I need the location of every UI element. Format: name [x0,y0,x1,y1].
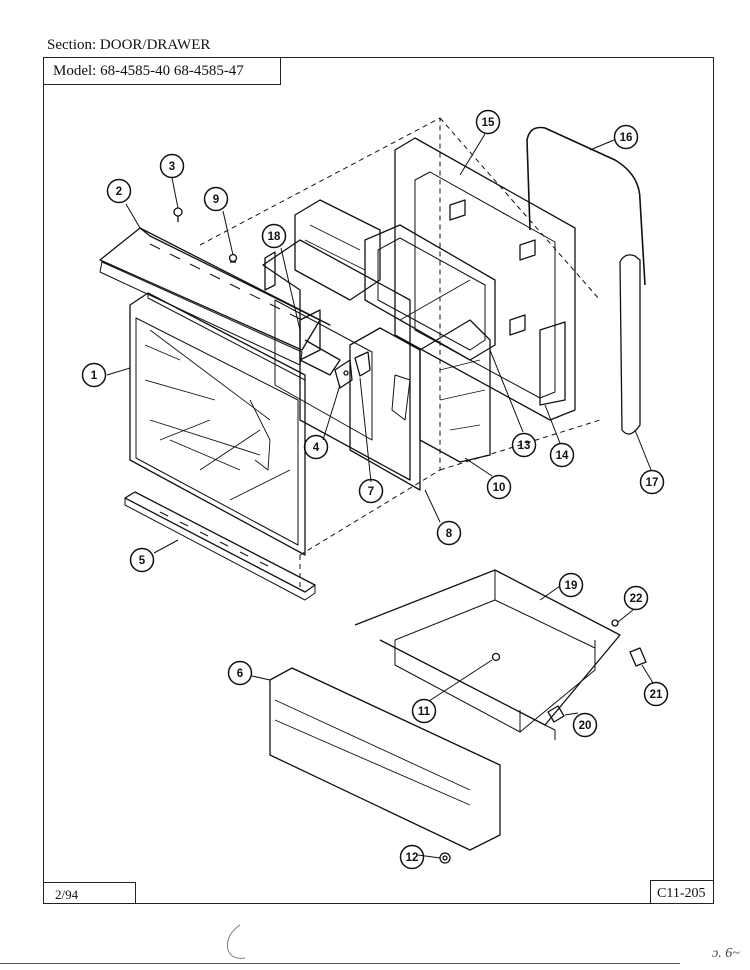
part-4-bracket [334,359,353,389]
callout-1: 1 [81,362,107,388]
callout-21: 21 [643,681,669,707]
callout-7: 7 [358,478,384,504]
callout-18-label: 18 [268,231,281,243]
callout-5: 5 [129,547,155,573]
callout-12: 12 [399,844,425,870]
callout-16-label: 16 [620,132,633,144]
part-6-drawer-front [269,667,501,851]
callout-4: 4 [303,434,329,460]
part-18-hinge-assembly [264,251,341,376]
part-5-bottom-trim [124,491,316,601]
callout-14-label: 14 [556,450,569,462]
callout-3: 3 [159,153,185,179]
callout-2-label: 2 [116,186,122,198]
callout-13: 13 [511,432,537,458]
callout-9: 9 [203,186,229,212]
pencil-mark [227,924,246,959]
part-7-clip [354,351,371,377]
callout-4-label: 4 [313,442,320,454]
callout-11-label: 11 [418,706,431,718]
callout-2: 2 [106,178,132,204]
callout-20-label: 20 [579,720,592,732]
callout-6-label: 6 [237,668,243,680]
date-code: 2/94 [55,887,79,902]
callout-17: 17 [639,469,665,495]
callout-13-label: 13 [518,440,531,452]
part-16-gasket [526,126,646,286]
callout-10-label: 10 [493,482,506,494]
callout-8-label: 8 [446,528,453,540]
dashed-guide-lines [199,117,601,590]
callout-17-label: 17 [646,477,659,489]
callout-19-label: 19 [565,580,578,592]
callout-15-label: 15 [482,117,495,129]
model-box [43,57,281,85]
callout-11: 11 [411,698,437,724]
callout-12-label: 12 [406,852,419,864]
part-1-outer-door-panel [129,292,306,556]
callout-10: 10 [486,474,512,500]
callout-21-label: 21 [650,689,663,701]
callout-19: 19 [558,572,584,598]
leader-lines [106,133,654,859]
callout-1-label: 1 [91,370,98,382]
part-17-side-panel [619,254,641,435]
part-15-door-frame [394,137,576,421]
part-19-drawer-body [354,569,621,740]
part-21-stop [629,647,647,667]
part-11-screw [491,652,501,662]
inner-door-frame [262,239,411,481]
callout-3-label: 3 [169,161,175,173]
callout-6: 6 [227,660,253,686]
diagram-frame [43,57,714,904]
model-label: Model: 68-4585-40 68-4585-47 [53,63,244,79]
callout-7-label: 7 [368,486,374,498]
footer-date-box [43,882,136,904]
part-9-screw [228,253,238,263]
callout-18: 18 [261,223,287,249]
callout-14: 14 [549,442,575,468]
callout-20: 20 [572,712,598,738]
callout-5-label: 5 [139,555,146,567]
callout-16: 16 [613,124,639,150]
callout-15: 15 [475,109,501,135]
bottom-rule [0,963,680,964]
part-10-insulation [294,199,491,463]
part-20-glide [547,705,565,723]
part-13-inner-glass [364,224,496,361]
part-3-screw [173,207,183,222]
footer-page-box [650,880,714,904]
corner-handwritten-mark: ɔ. 6~ [712,946,740,961]
part-22-screw [611,619,619,627]
part-12-foot [439,852,451,864]
section-label: Section: DOOR/DRAWER [47,37,211,53]
page-code: C11-205 [657,886,706,901]
callout-22: 22 [623,585,649,611]
part-14-bracket [539,321,566,406]
callout-8: 8 [436,520,462,546]
callout-22-label: 22 [630,593,643,605]
callout-9-label: 9 [213,194,219,206]
